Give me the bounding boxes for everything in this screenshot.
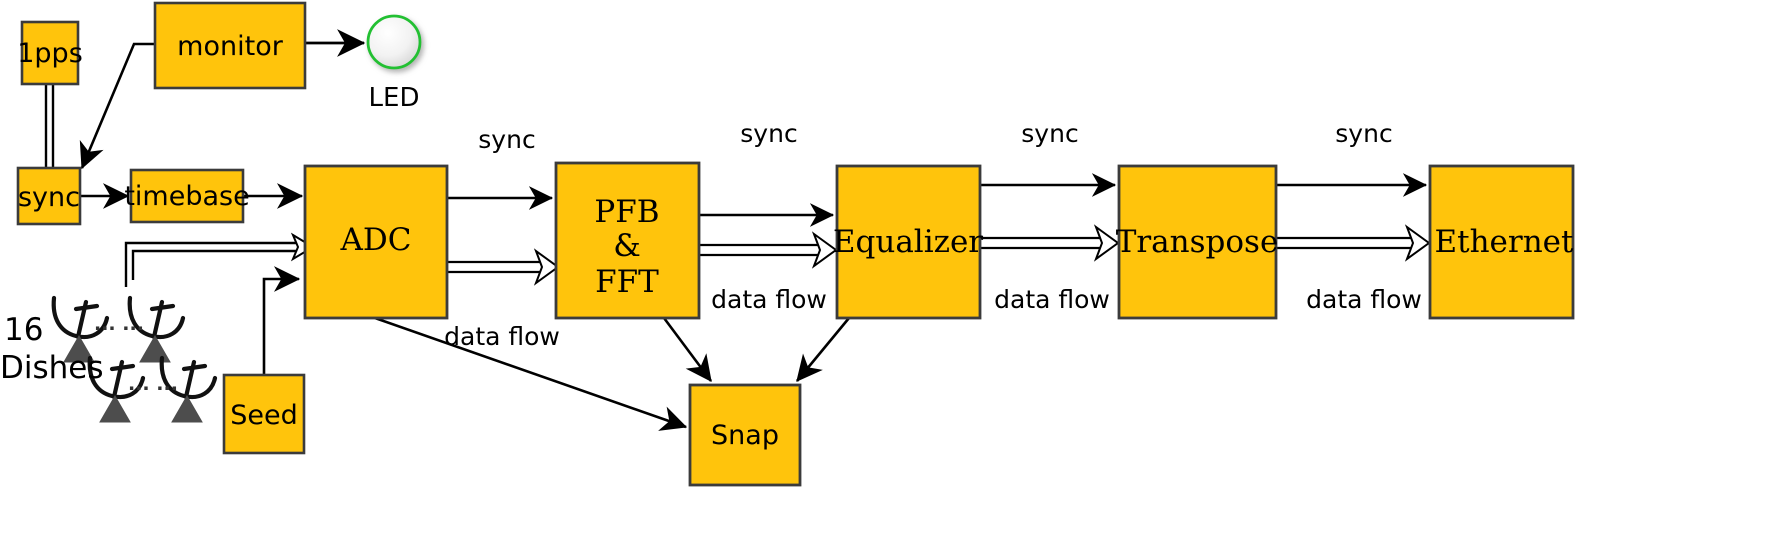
edge-adc-to-pfb-data xyxy=(447,248,560,286)
node-label: Snap xyxy=(711,420,779,451)
node-seed[interactable]: Seed xyxy=(222,373,306,455)
edge-seed-to-adc xyxy=(262,266,301,375)
edges-layer xyxy=(44,29,1431,431)
edge-label-sync: sync xyxy=(1021,119,1078,148)
edge-label-sync: sync xyxy=(478,125,535,154)
node-snap[interactable]: Snap xyxy=(688,383,802,487)
node-label: sync xyxy=(18,182,80,213)
edge-label-data-flow: data flow xyxy=(994,285,1110,314)
node-led[interactable]: LED xyxy=(366,14,422,113)
edge-label-sync: sync xyxy=(1335,119,1392,148)
edge-monitor-to-sync xyxy=(79,42,155,170)
nodes-layer: 1pps monitor LED sync timebase ADC PFB &… xyxy=(16,1,1575,487)
node-label-amp: & xyxy=(613,228,641,264)
led-label: LED xyxy=(369,83,420,113)
node-label: Ethernet xyxy=(1435,224,1575,260)
node-label: ADC xyxy=(340,222,412,258)
node-ethernet[interactable]: Ethernet xyxy=(1428,164,1575,320)
edge-label-data-flow: data flow xyxy=(711,285,827,314)
node-label-pfb: PFB xyxy=(594,194,659,230)
edge-label-data-flow: data flow xyxy=(444,322,560,351)
edge-adc-to-snap xyxy=(374,316,688,431)
edge-pfb-to-eq-data xyxy=(699,231,838,269)
node-1pps[interactable]: 1pps xyxy=(17,20,83,86)
node-label: Equalizer xyxy=(833,224,983,260)
node-timebase[interactable]: timebase xyxy=(124,168,250,224)
node-label: 1pps xyxy=(17,38,83,69)
dish-ellipsis: ... ... xyxy=(128,373,178,395)
node-label: Transpose xyxy=(1116,224,1279,260)
edge-labels-layer: sync sync sync sync data flow data flow … xyxy=(444,119,1422,351)
node-label: timebase xyxy=(124,181,249,212)
node-label-fft: FFT xyxy=(595,264,659,300)
dish-count-line-2: Dishes xyxy=(0,350,104,386)
dish-ellipsis: ... ... xyxy=(94,313,144,335)
dishes-layer: ... ... ... ... xyxy=(54,298,215,422)
node-equalizer[interactable]: Equalizer xyxy=(833,164,983,320)
node-pfb-fft[interactable]: PFB & FFT xyxy=(554,161,701,320)
node-sync[interactable]: sync xyxy=(16,166,82,226)
edge-dishes-to-adc xyxy=(124,232,315,287)
edge-pfb-to-snap xyxy=(662,317,713,382)
annotations-layer: 16 Dishes xyxy=(0,312,104,386)
node-label: Seed xyxy=(230,400,298,431)
edge-tr-to-eth-data xyxy=(1276,224,1431,262)
edge-eq-to-snap xyxy=(795,317,851,382)
dish-count-line-1: 16 xyxy=(4,312,43,348)
edge-eq-to-tr-data xyxy=(980,224,1120,262)
node-label: monitor xyxy=(177,31,284,62)
edge-label-data-flow: data flow xyxy=(1306,285,1422,314)
node-transpose[interactable]: Transpose xyxy=(1116,164,1279,320)
edge-1pps-to-sync xyxy=(44,84,55,168)
node-adc[interactable]: ADC xyxy=(303,164,449,320)
node-monitor[interactable]: monitor xyxy=(153,1,307,90)
edge-label-sync: sync xyxy=(740,119,797,148)
